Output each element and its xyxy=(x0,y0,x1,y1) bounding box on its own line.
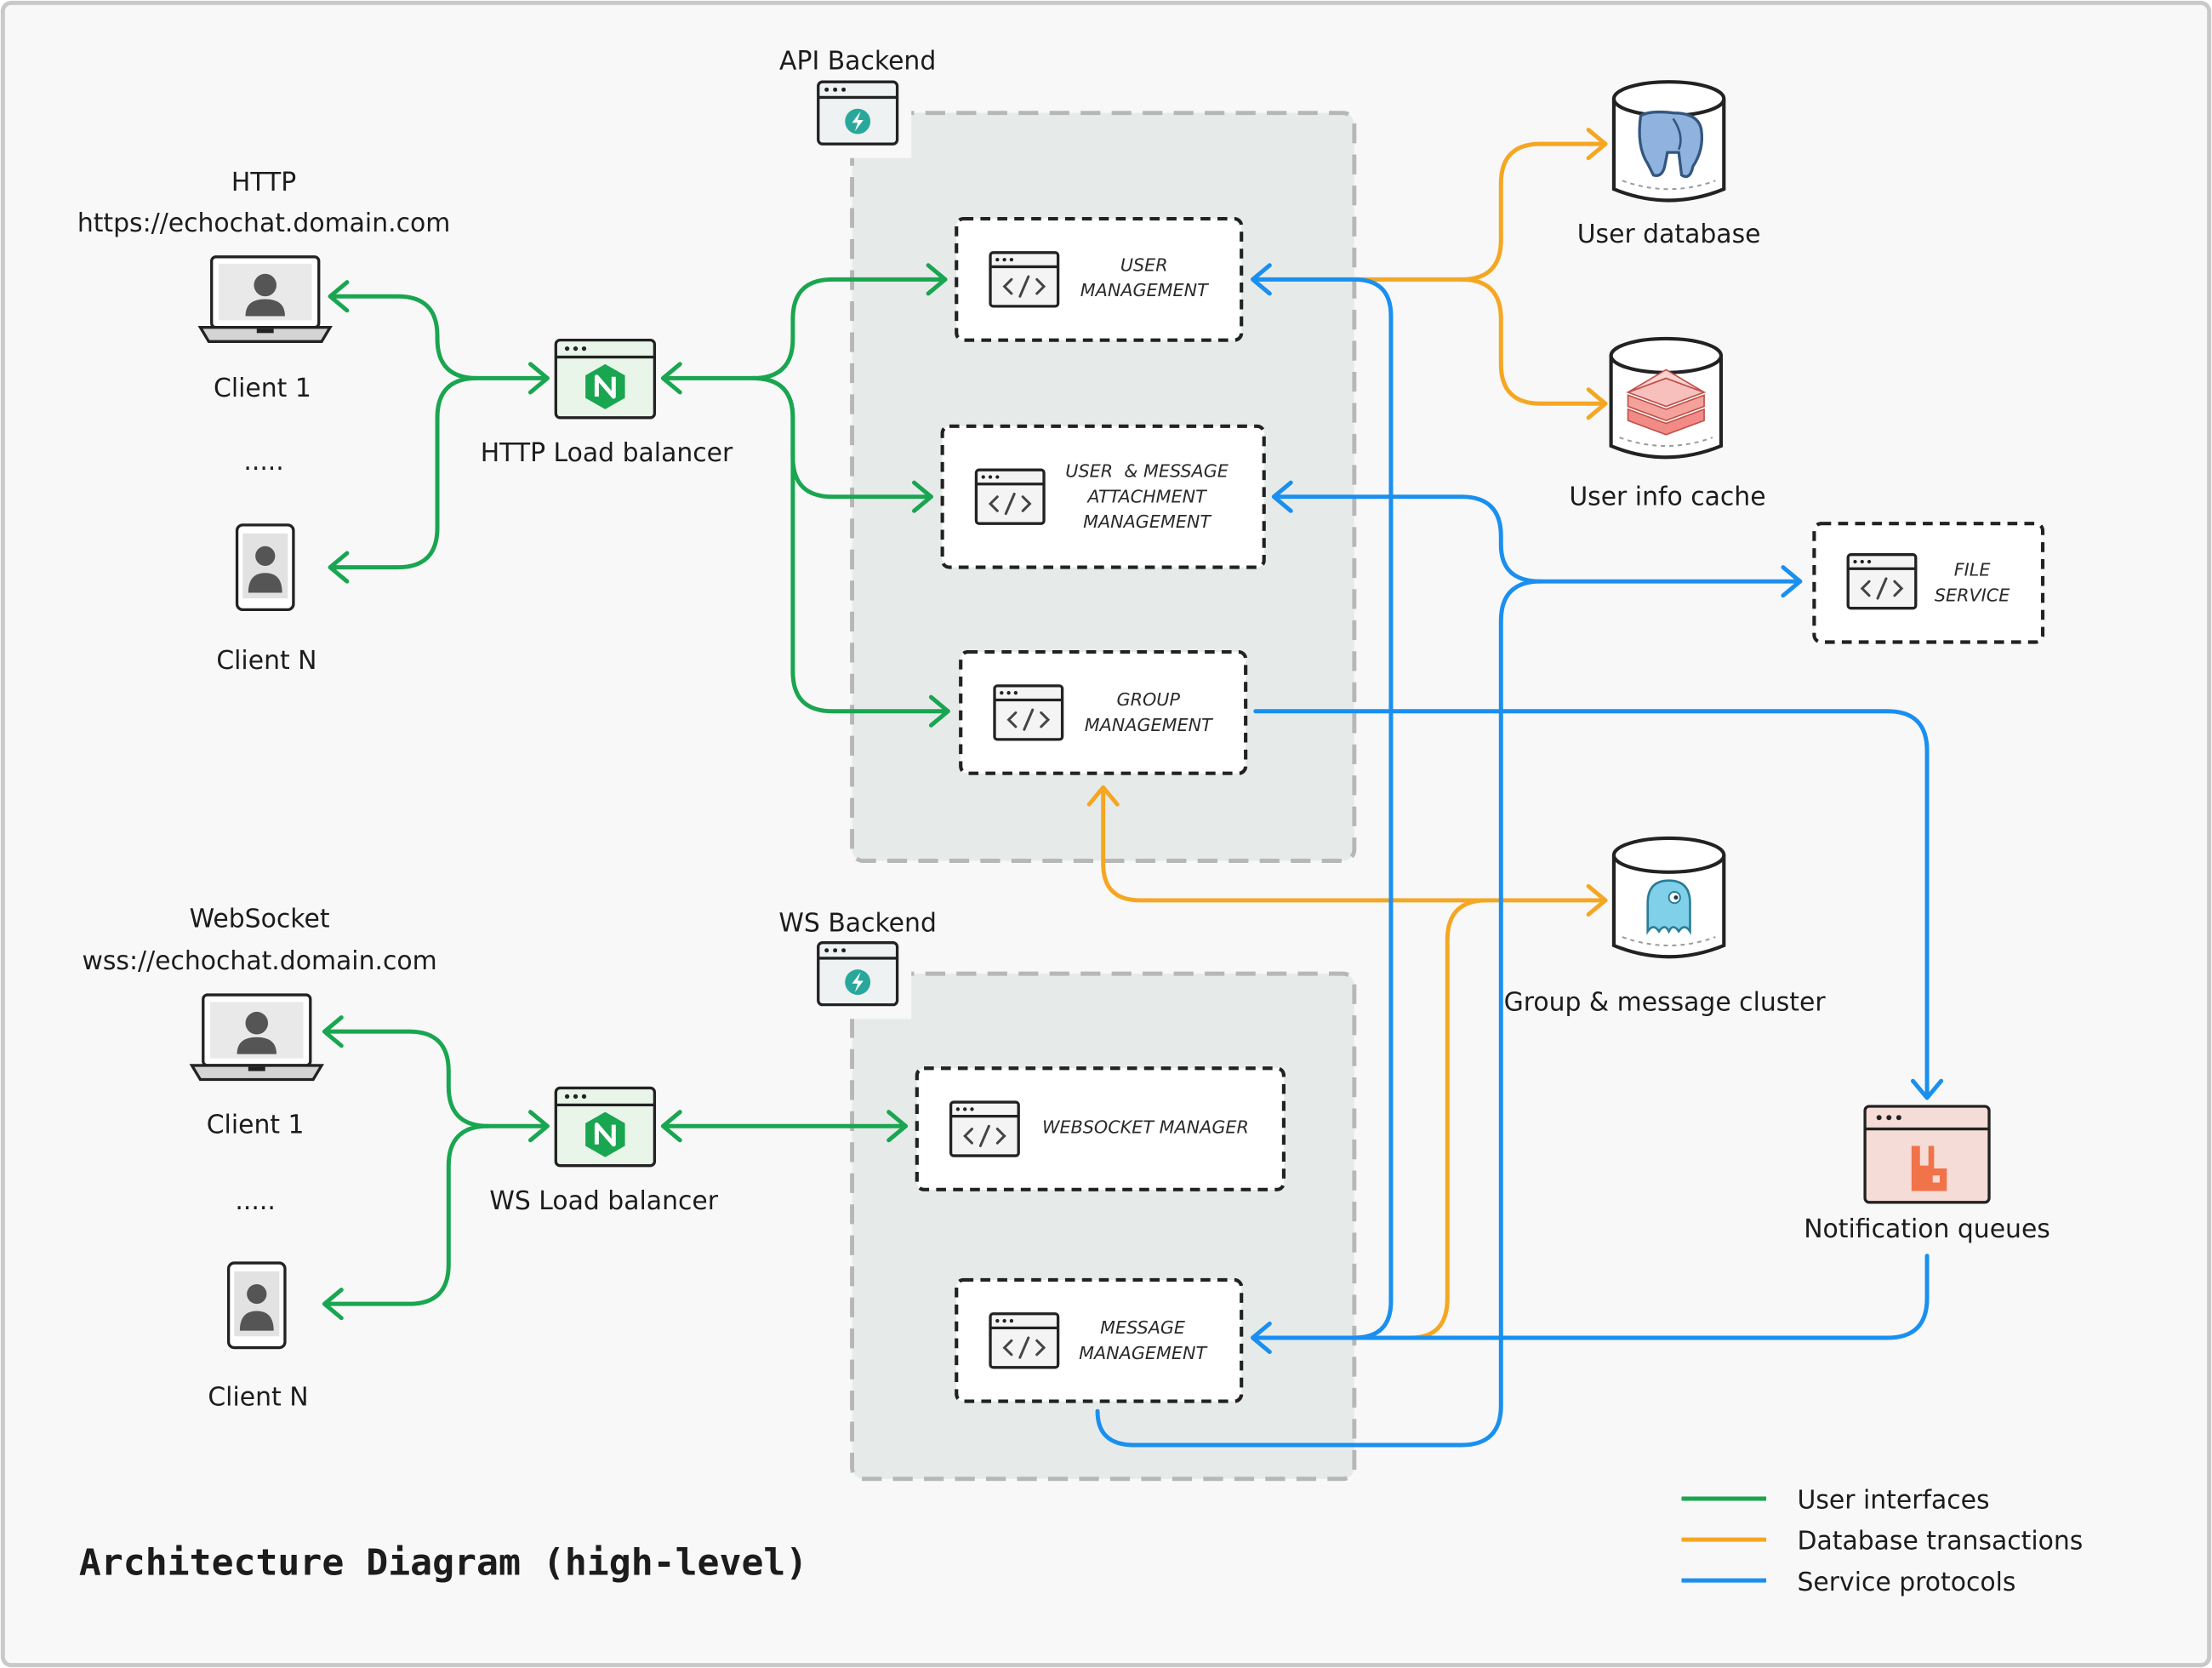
ws-client-first-label: Client 1 xyxy=(207,1111,305,1140)
ws-backend-title: WS Backend xyxy=(778,908,936,938)
code-window-icon xyxy=(974,468,1046,525)
http-load-balancer-label: HTTP Load balancer xyxy=(481,438,733,468)
code-window-icon xyxy=(993,684,1064,741)
file-service-line1: FILE xyxy=(1954,560,1992,580)
attachment-management-line2: ATTACHMENT xyxy=(1086,486,1207,506)
laptop-icon xyxy=(190,993,323,1082)
http-url-label: https://echochat.domain.com xyxy=(77,208,450,238)
user-management-line2: MANAGEMENT xyxy=(1080,280,1209,300)
ws-url-label: wss://echochat.domain.com xyxy=(83,946,437,976)
green-arrowheads xyxy=(322,263,950,1321)
legend: User interfaces Database transactions Se… xyxy=(1681,1486,2084,1597)
user-management-line1: USER xyxy=(1120,254,1168,275)
group-management-line2: MANAGEMENT xyxy=(1085,715,1213,735)
websocket-manager-label: WEBSOCKET MANAGER xyxy=(1042,1117,1249,1138)
blue-arrowheads xyxy=(1250,263,1944,1355)
ws-client-last-label: Client N xyxy=(208,1383,308,1413)
code-window-icon xyxy=(949,1100,1020,1157)
http-client-first-label: Client 1 xyxy=(214,374,311,403)
group-cluster-label: Group & message cluster xyxy=(1504,987,1827,1017)
attachment-management-service: USER & MESSAGE ATTACHMENT MANAGEMENT xyxy=(940,424,1266,569)
legend-label-user-interfaces: User interfaces xyxy=(1798,1486,1990,1516)
http-ellipsis: ..... xyxy=(243,447,283,477)
service-protocol-links xyxy=(1095,277,1930,1448)
nginx-icon xyxy=(556,1088,654,1165)
message-management-line2: MANAGEMENT xyxy=(1079,1343,1207,1363)
ws-server-icon xyxy=(817,941,899,1007)
user-interface-links xyxy=(325,277,950,1306)
orange-arrowheads xyxy=(1086,128,1608,917)
legend-label-database-transactions: Database transactions xyxy=(1798,1527,2084,1557)
http-client-last-label: Client N xyxy=(216,646,316,676)
scylla-cluster-icon xyxy=(1611,836,1726,959)
diagram-title: Architecture Diagram (high-level) xyxy=(79,1542,807,1585)
attachment-management-line3: MANAGEMENT xyxy=(1083,511,1211,532)
user-database-label: User database xyxy=(1577,220,1761,249)
notification-queues-label: Notification queues xyxy=(1804,1214,2050,1244)
postgres-database-icon xyxy=(1611,80,1726,203)
file-service: FILE SERVICE xyxy=(1812,522,2045,644)
message-management-line1: MESSAGE xyxy=(1100,1317,1186,1338)
code-window-icon xyxy=(1846,553,1918,610)
ws-protocol-label: WebSocket xyxy=(190,904,330,934)
rabbitmq-queue-icon xyxy=(1863,1105,1991,1204)
laptop-icon xyxy=(198,255,332,343)
user-management-service: USER MANAGEMENT xyxy=(955,216,1244,342)
message-management-service: MESSAGE MANAGEMENT xyxy=(955,1277,1244,1403)
phone-icon xyxy=(226,1261,287,1350)
group-management-service: GROUP MANAGEMENT xyxy=(959,650,1248,775)
attachment-management-line1: USER & MESSAGE xyxy=(1065,460,1229,481)
ws-backend-group xyxy=(850,971,1357,1482)
ws-ellipsis: ..... xyxy=(235,1186,275,1216)
code-window-icon xyxy=(989,251,1060,308)
group-management-line1: GROUP xyxy=(1117,689,1181,710)
database-links xyxy=(1101,141,1608,1340)
ws-load-balancer-label: WS Load balancer xyxy=(489,1186,718,1216)
http-protocol-label: HTTP xyxy=(231,168,296,197)
redis-cache-icon xyxy=(1609,336,1724,460)
phone-icon xyxy=(235,523,295,612)
api-backend-title: API Backend xyxy=(779,46,936,76)
nginx-icon xyxy=(556,340,654,418)
websocket-manager-service: WEBSOCKET MANAGER xyxy=(915,1066,1286,1191)
api-server-icon xyxy=(817,80,899,146)
file-service-line2: SERVICE xyxy=(1935,585,2010,605)
code-window-icon xyxy=(989,1312,1060,1369)
user-cache-label: User info cache xyxy=(1569,483,1765,512)
legend-label-service-protocols: Service protocols xyxy=(1798,1568,2016,1597)
